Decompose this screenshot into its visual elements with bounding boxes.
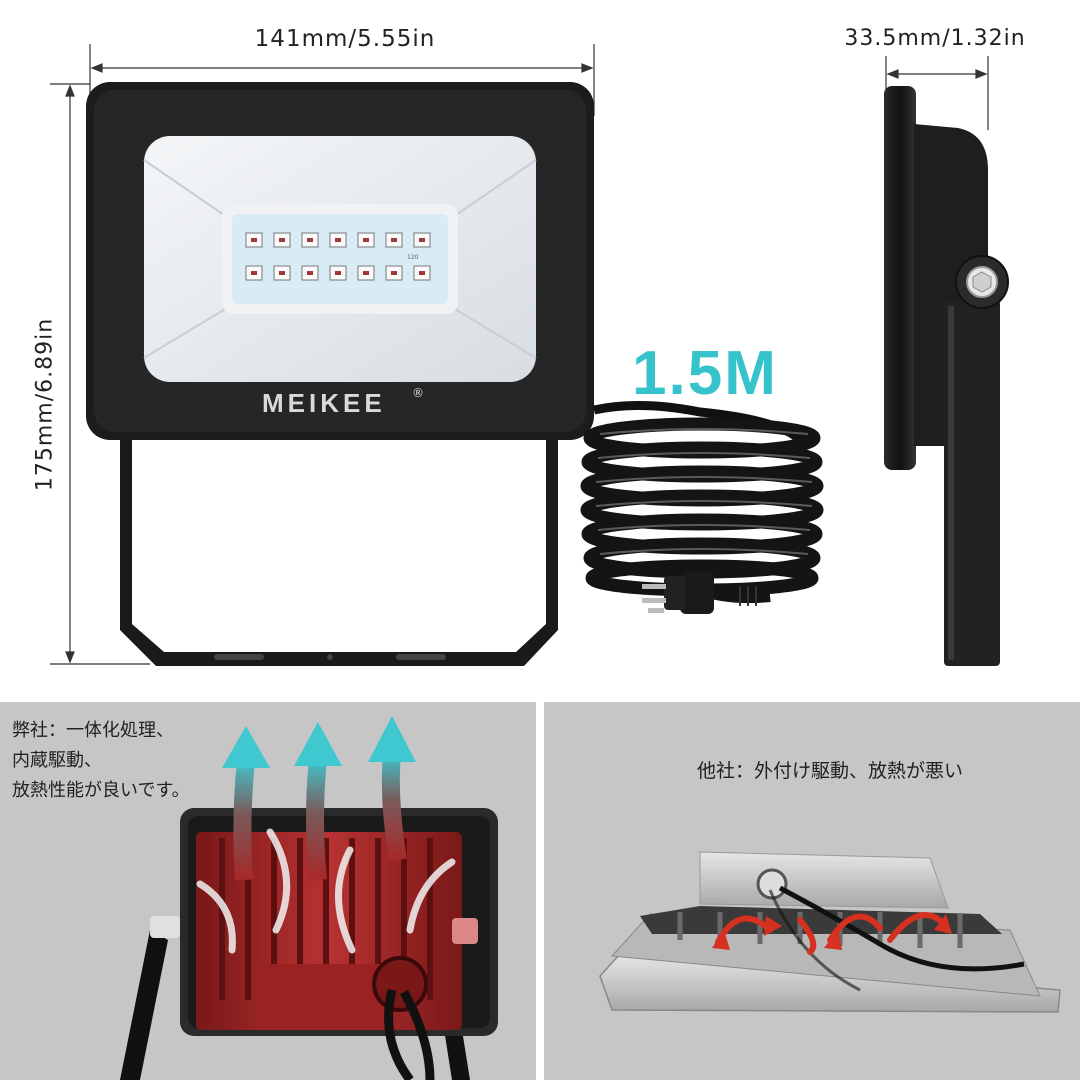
width-dimension-label: 141mm/5.55in <box>254 26 436 52</box>
cable-length-label: 1.5M <box>632 339 778 408</box>
registered-mark: ® <box>412 386 424 400</box>
height-dimension-label: 175mm/6.89in <box>32 317 58 492</box>
cable-highlights <box>595 428 813 555</box>
ours-line-3: 放熱性能が良いです。 <box>12 780 190 801</box>
height-dimension-line <box>50 83 150 665</box>
brand-logo-text: MEIKEE <box>262 388 386 418</box>
chip-label: 120 <box>407 254 419 261</box>
depth-dimension-label: 33.5mm/1.32in <box>844 26 1026 51</box>
heat-swirl-arrowheads <box>712 914 952 950</box>
plug-icon <box>642 572 771 614</box>
floodlight-side-profile <box>884 86 1009 666</box>
airflow-swirls <box>196 828 456 954</box>
coiled-power-cable <box>580 417 824 597</box>
heatsink-illustration <box>120 808 498 1080</box>
floodlight-front <box>86 82 804 666</box>
theirs-description: 他社：外付け駆動、放熱が悪い <box>696 760 963 782</box>
ours-line-2: 内蔵駆動、 <box>12 750 102 771</box>
ours-description: 弊社：一体化処理、 内蔵駆動、 放熱性能が良いです。 <box>12 716 190 806</box>
heat-up-arrow-icon <box>222 716 416 881</box>
ours-line-1: 弊社：一体化処理、 <box>12 720 174 741</box>
